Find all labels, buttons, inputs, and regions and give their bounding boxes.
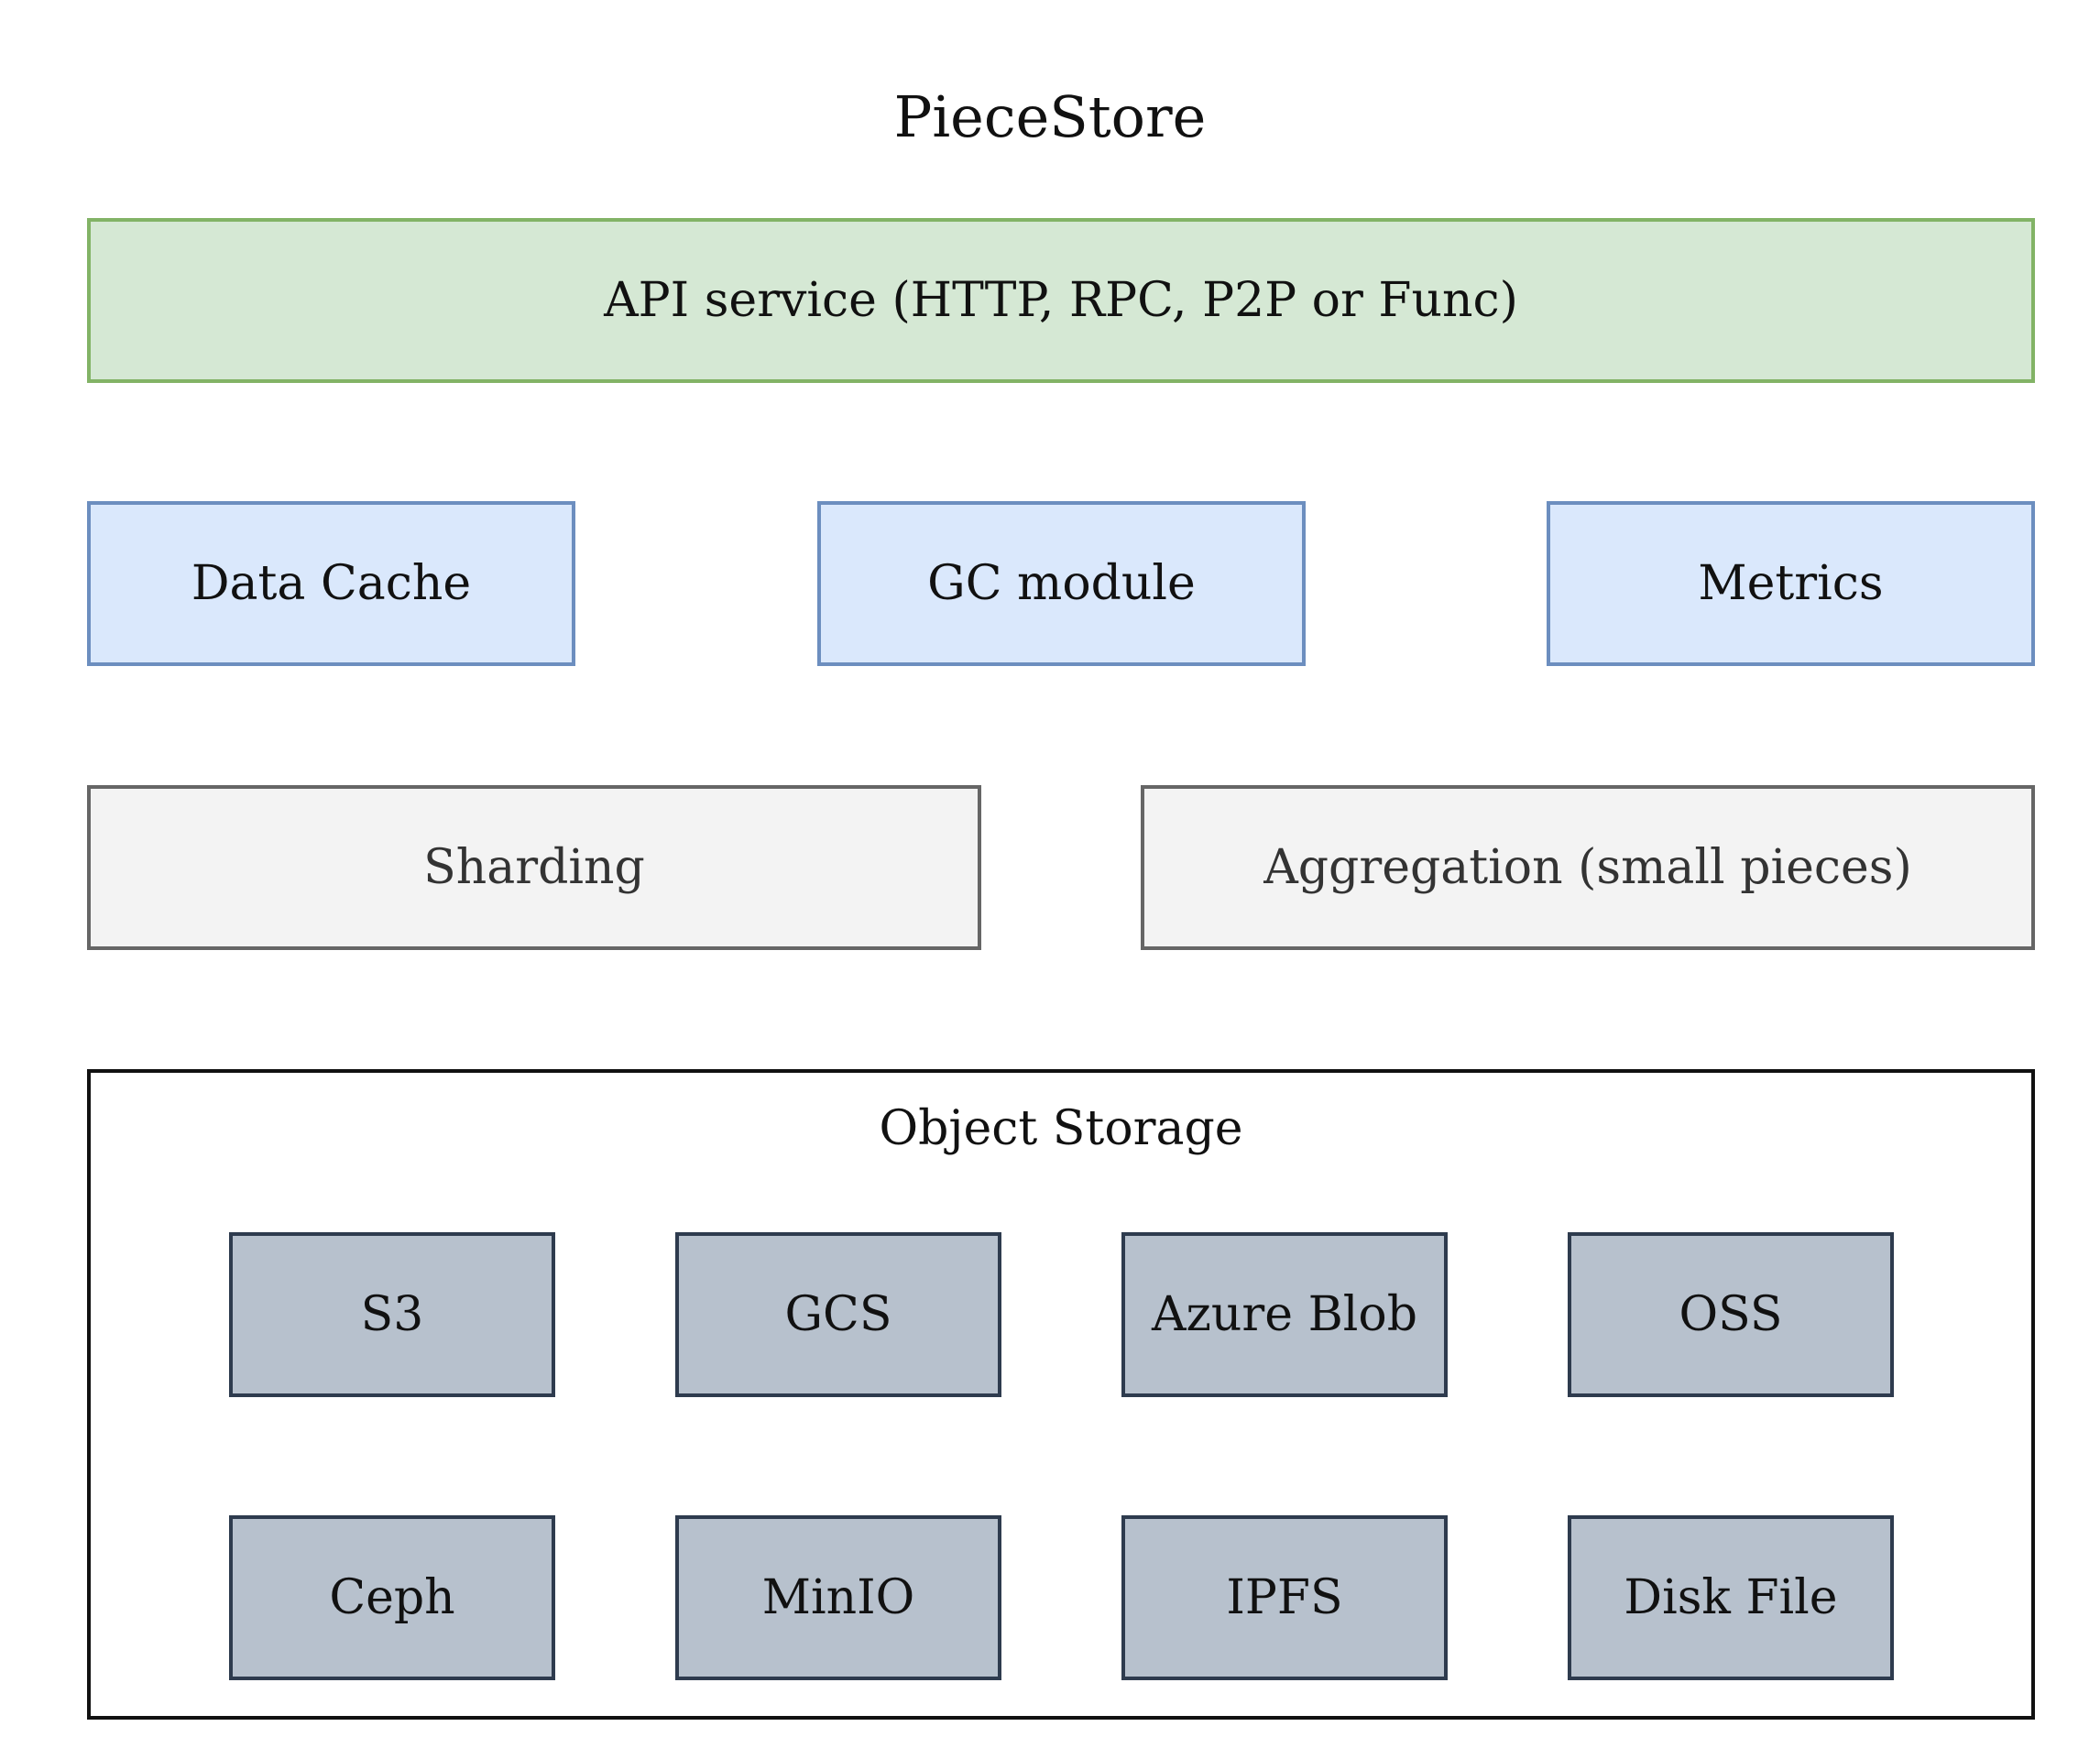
sharding-box: Sharding bbox=[87, 785, 981, 950]
backend-disk-file: Disk File bbox=[1568, 1515, 1894, 1680]
diagram-title: PieceStore bbox=[893, 83, 1207, 150]
data-cache-box: Data Cache bbox=[87, 501, 575, 666]
gc-module-box: GC module bbox=[817, 501, 1306, 666]
backend-ipfs: IPFS bbox=[1121, 1515, 1448, 1680]
backend-s3: S3 bbox=[229, 1232, 555, 1397]
backend-oss: OSS bbox=[1568, 1232, 1894, 1397]
object-storage-title: Object Storage bbox=[879, 1101, 1243, 1156]
api-service-box: API service (HTTP, RPC, P2P or Func) bbox=[87, 218, 2035, 383]
backend-ceph: Ceph bbox=[229, 1515, 555, 1680]
metrics-box: Metrics bbox=[1547, 501, 2035, 666]
backend-gcs: GCS bbox=[675, 1232, 1001, 1397]
backend-azure-blob: Azure Blob bbox=[1121, 1232, 1448, 1397]
backend-minio: MinIO bbox=[675, 1515, 1001, 1680]
aggregation-box: Aggregation (small pieces) bbox=[1141, 785, 2035, 950]
